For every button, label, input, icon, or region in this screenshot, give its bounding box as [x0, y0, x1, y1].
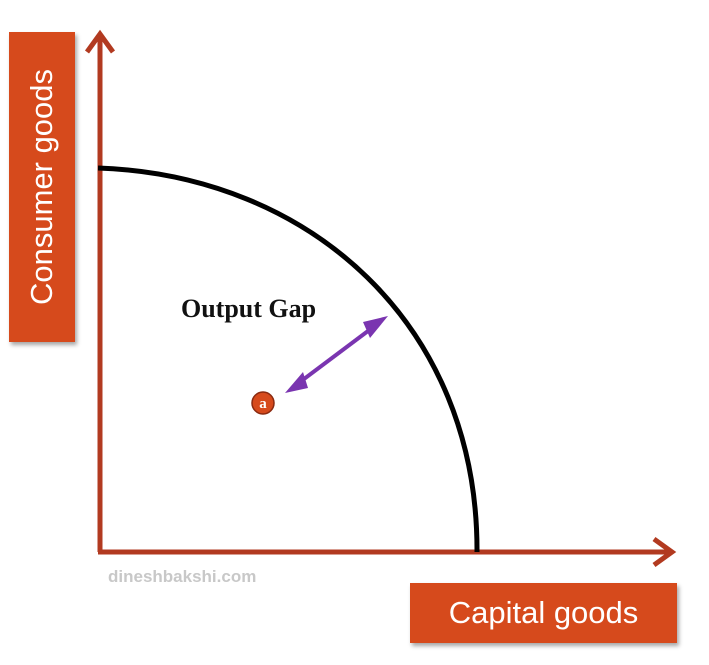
- y-axis-label: Consumer goods: [24, 68, 60, 306]
- ppf-curve: [97, 165, 480, 553]
- watermark: dineshbakshi.com: [108, 567, 257, 586]
- x-axis-label-box: Capital goods: [410, 583, 677, 643]
- point-a-label: a: [259, 396, 267, 412]
- y-axis-label-box: Consumer goods: [9, 32, 75, 342]
- output-gap-arrowhead-end: [363, 316, 388, 338]
- output-gap-arrowhead-start: [285, 372, 308, 393]
- y-axis-arrowhead: [84, 29, 116, 54]
- x-axis-arrowhead: [652, 536, 677, 568]
- x-axis-label: Capital goods: [448, 595, 639, 630]
- point-a-marker: [251, 391, 275, 415]
- output-gap-label: Output Gap: [181, 294, 317, 323]
- output-gap-arrow: [294, 323, 378, 387]
